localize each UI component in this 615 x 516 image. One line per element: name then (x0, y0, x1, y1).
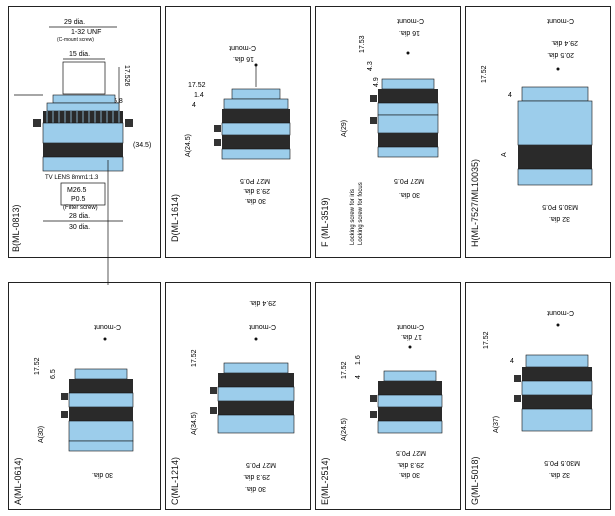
panel-G: C-mount 17.52 4 A(37) M30.5 P0.5 32 dia.… (465, 282, 611, 510)
dim-text: 29.3 dia. (243, 187, 270, 194)
dim-text: 28 dia. (69, 213, 90, 220)
dim-text: 6.5 (50, 369, 57, 379)
dim-text: 17.53 (359, 35, 366, 53)
dim-text: A(30) (38, 426, 45, 443)
dim-text: 4 (508, 92, 512, 99)
dim-text: C-mount (397, 17, 424, 24)
lens-G-drawing: C-mount 17.52 4 A(37) M30.5 P0.5 32 dia. (483, 309, 593, 478)
dim-text: 16 dia. (233, 55, 254, 62)
dim-text: 17 dia. (401, 333, 422, 340)
panel-label: G(ML-5018) (470, 456, 480, 505)
dim-text: 4 (355, 375, 362, 379)
panel-A: C-mount 17.52 6.5 A(30) 30 dia. A(ML-061… (8, 282, 161, 510)
dim-text: 1-32 UNF (71, 29, 101, 36)
dim-text: M27 P0.5 (394, 177, 424, 184)
panel-F: C-mount 16 dia. 17.53 4.3 4.9 A(29) Lock… (315, 6, 461, 258)
lens-F-drawing: C-mount 16 dia. 17.53 4.3 4.9 A(29) Lock… (341, 17, 439, 245)
lens-D-drawing: C-mount 16 dia. 17.52 1.4 4 A(24.5) M27 … (185, 44, 291, 204)
dim-text: 17.52 (341, 361, 348, 379)
dim-text: 30 dia. (92, 471, 113, 478)
dim-text: 29.4 dia. (249, 299, 276, 306)
dim-text: M30.5 P0.5 (542, 203, 578, 210)
dim-text: 17.52 (188, 82, 206, 89)
dim-text: M26.5 (67, 187, 87, 194)
dim-text: C-mount (94, 323, 121, 330)
dim-text: 16 dia. (399, 29, 420, 36)
dim-text: P0.5 (71, 196, 86, 203)
lens-E-drawing: C-mount 17 dia. 17.52 1.6 4 A(24.5) M27 … (341, 323, 443, 478)
panel-H: C-mount 29.4 dia. 20.5 dia. 17.52 4 A M3… (465, 6, 611, 258)
dim-text: 6.8 (113, 98, 123, 105)
dim-text: 17.52 (34, 357, 41, 375)
dim-text: 15 dia. (69, 51, 90, 58)
panel-label: D(ML-1614) (170, 193, 180, 242)
panel-label: F (ML-3519) (320, 197, 330, 247)
dim-text: 20.5 dia. (547, 51, 574, 58)
lens-C-drawing: 29.4 dia. C-mount 17.52 A(34.5) M27 P0.5… (191, 299, 295, 492)
dim-text: 17.526 (123, 65, 130, 87)
dim-text: 32 dia. (549, 215, 570, 222)
dim-text: 30 dia. (69, 224, 90, 231)
dim-text: 30 dia. (245, 485, 266, 492)
dim-text: 17.52 (483, 331, 490, 349)
dim-text: 4.3 (367, 61, 374, 71)
dim-text: (C-mount screw) (57, 37, 94, 43)
dim-text: 4 (192, 102, 196, 109)
dim-text: C-mount (249, 323, 276, 330)
panel-label: B(ML-0813) (11, 204, 21, 252)
dim-text: M27 P0.5 (396, 449, 426, 456)
panel-label: C(ML-1214) (170, 456, 180, 505)
dim-text: 30 dia. (399, 191, 420, 198)
dim-text: A(29) (341, 120, 348, 137)
dim-text: 30 dia. (245, 197, 266, 204)
dim-text: A(24.5) (185, 134, 192, 157)
dim-text: 29.3 dia. (243, 473, 270, 480)
dim-text: C-mount (547, 17, 574, 24)
dim-text: 1.6 (355, 355, 362, 365)
dim-text: C-mount (397, 323, 424, 330)
dim-text: C-mount (229, 44, 256, 51)
panel-E: C-mount 17 dia. 17.52 1.6 4 A(24.5) M27 … (315, 282, 461, 510)
dim-text: M27 P0.5 (240, 177, 270, 184)
lens-H-drawing: C-mount 29.4 dia. 20.5 dia. 17.52 4 A M3… (481, 17, 593, 222)
dim-text: 29.3 dia. (397, 461, 424, 468)
panel-B: 29 dia. 1-32 UNF (C-mount screw) 15 dia.… (8, 6, 161, 258)
lens-A-drawing: C-mount 17.52 6.5 A(30) 30 dia. (34, 323, 134, 478)
lens-B-drawing: 29 dia. 1-32 UNF (C-mount screw) 15 dia.… (14, 19, 151, 231)
dim-text: 30 dia. (399, 471, 420, 478)
dim-text: A (501, 152, 508, 157)
dim-text: 29 dia. (64, 19, 85, 26)
panel-label: H(ML-7527/ML10035) (470, 158, 480, 247)
dim-text: Locking screw for iris (350, 189, 356, 245)
dim-text: (34.5) (133, 142, 151, 149)
dim-text: M30.5 P0.5 (544, 459, 580, 466)
dim-text: A(37) (493, 416, 500, 433)
dim-text: 32 dia. (549, 471, 570, 478)
dim-text: 29.4 dia. (551, 39, 578, 46)
dim-text: (Filter screw) (63, 205, 98, 211)
dim-text: Locking screw for focus (358, 182, 364, 245)
dim-text: TV LENS 8mm1:1.3 (45, 175, 99, 181)
panel-label: E(ML-2514) (320, 457, 330, 505)
panel-C: 29.4 dia. C-mount 17.52 A(34.5) M27 P0.5… (165, 282, 311, 510)
dim-text: 4.9 (373, 77, 380, 87)
dim-text: C-mount (547, 309, 574, 316)
dim-text: M27 P0.5 (246, 461, 276, 468)
dim-text: A(24.5) (341, 418, 348, 441)
dim-text: 17.52 (481, 65, 488, 83)
panel-D: C-mount 16 dia. 17.52 1.4 4 A(24.5) M27 … (165, 6, 311, 258)
dim-text: 4 (510, 358, 514, 365)
dim-text: 1.4 (194, 92, 204, 99)
dim-text: A(34.5) (191, 412, 198, 435)
panel-label: A(ML-0614) (13, 457, 23, 505)
dim-text: 17.52 (191, 349, 198, 367)
